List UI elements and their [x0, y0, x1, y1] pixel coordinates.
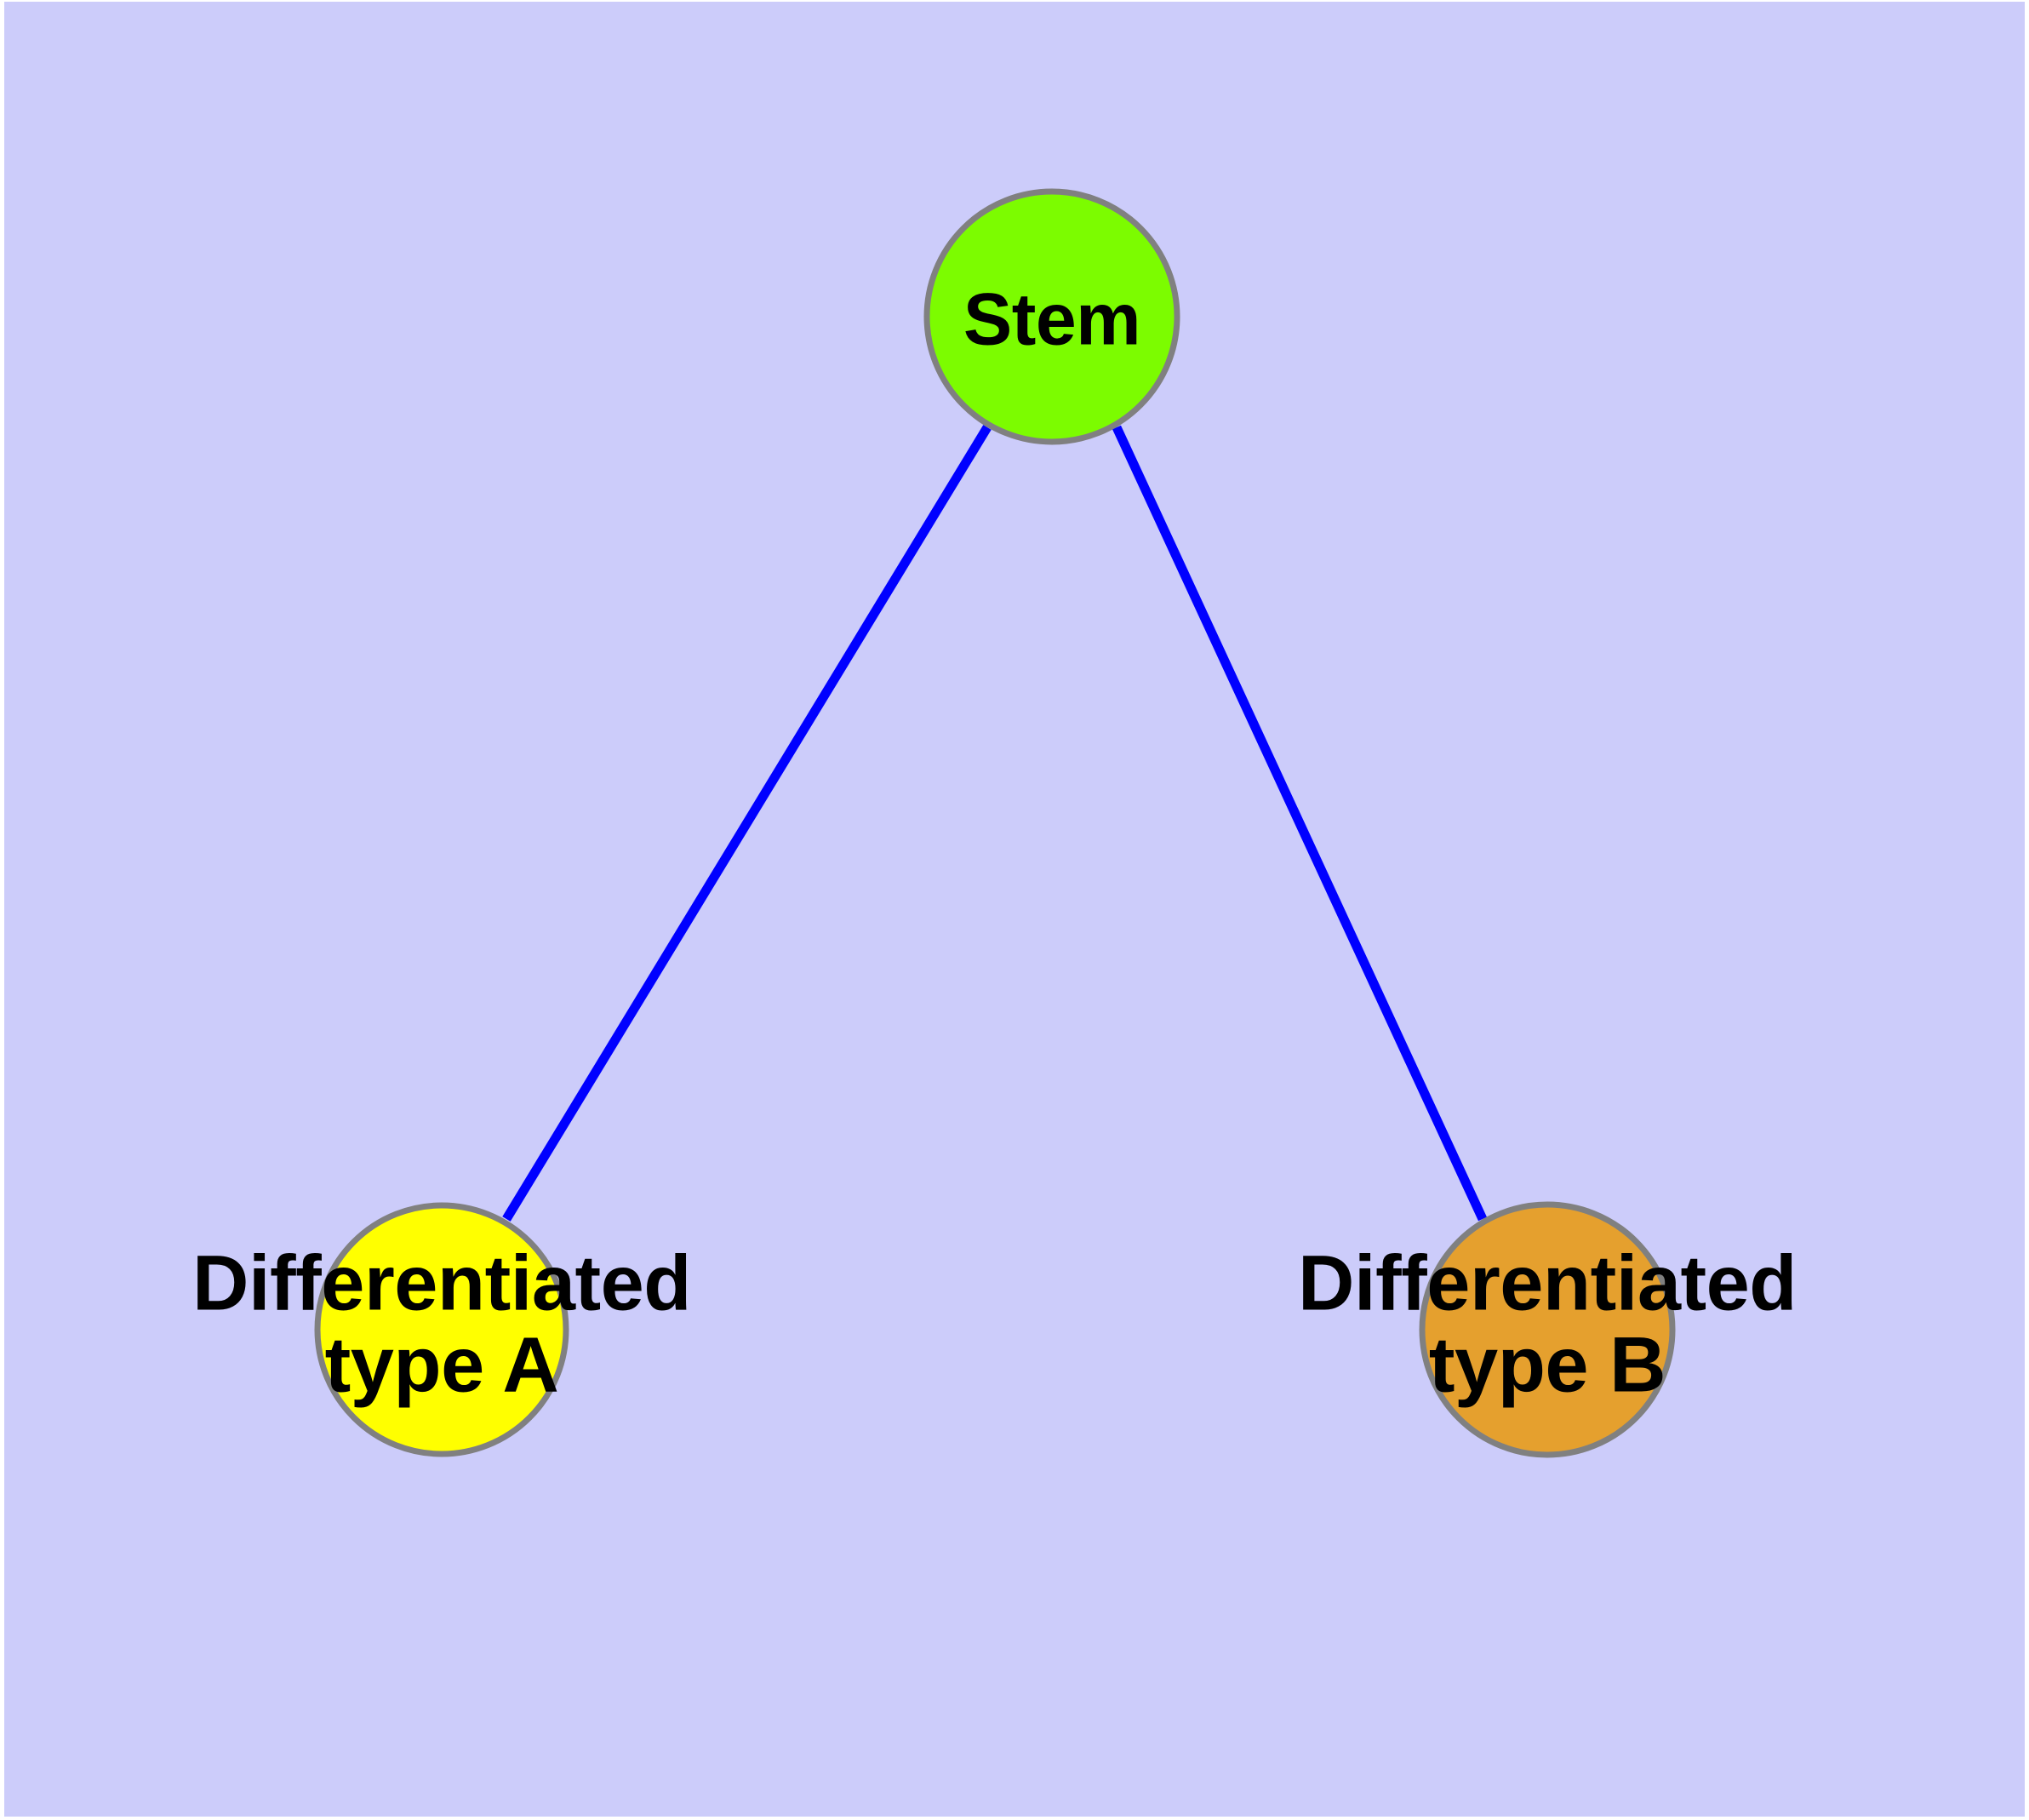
- node-stem[interactable]: [923, 188, 1180, 445]
- edge-stem-to-differentiated-type-a: [502, 425, 992, 1222]
- node-differentiated-type-a[interactable]: [314, 1202, 569, 1457]
- node-differentiated-type-b[interactable]: [1419, 1201, 1676, 1458]
- edge-stem-to-differentiated-type-b: [1112, 425, 1487, 1222]
- nodes-layer: [314, 188, 1676, 1458]
- edges-layer: [502, 425, 1487, 1222]
